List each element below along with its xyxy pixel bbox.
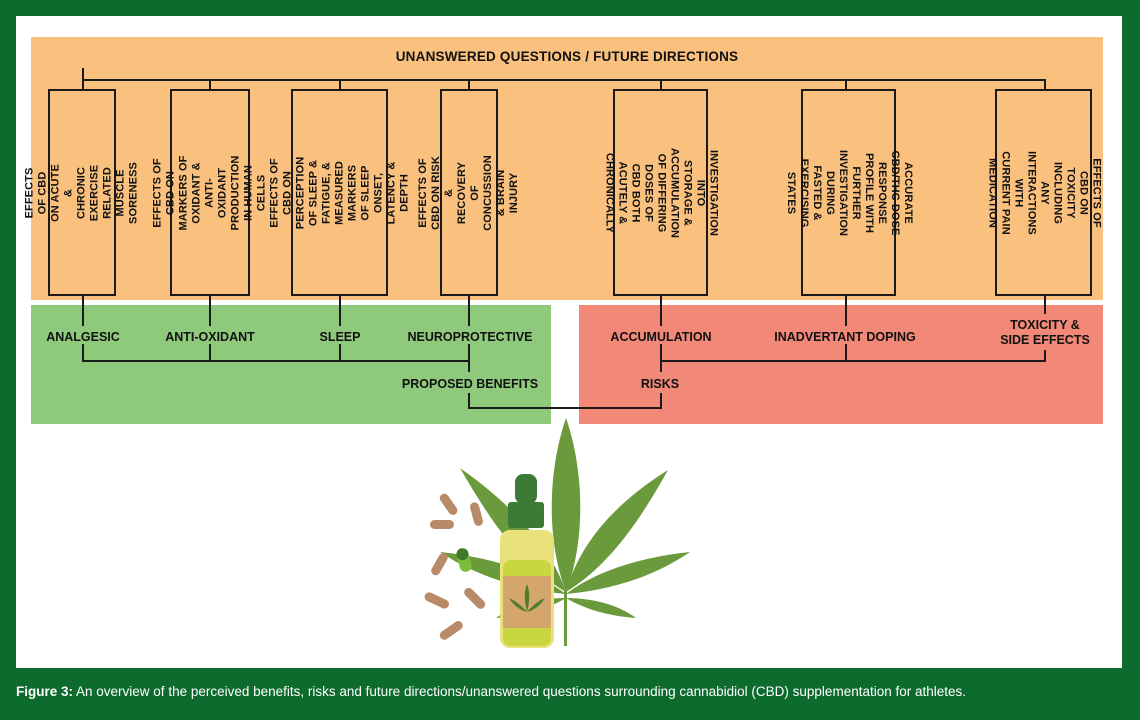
connector — [339, 80, 341, 90]
connector — [845, 344, 847, 361]
connector — [82, 360, 470, 362]
connector — [660, 393, 662, 409]
connector — [468, 407, 662, 409]
connector — [1044, 296, 1046, 314]
question-box-oxidant: EFFECTS OF CBD ON MARKERS OF OXIDANT & A… — [152, 89, 268, 296]
connector — [660, 80, 662, 90]
connector — [660, 360, 1046, 362]
connector — [339, 344, 341, 361]
connector — [82, 344, 84, 361]
cannabis-leaf-icon — [440, 418, 690, 646]
caption-text: An overview of the perceived benefits, r… — [73, 684, 967, 699]
question-box-accumulation: INVESTIGATION INTO STORAGE & ACCUMULATIO… — [603, 89, 719, 296]
benefits-band — [31, 305, 551, 424]
benefit-label-analgesic: ANALGESIC — [46, 330, 120, 344]
connector — [845, 80, 847, 90]
risk-label-toxicity: TOXICITY & SIDE EFFECTS — [1000, 318, 1090, 347]
connector — [845, 296, 847, 326]
connector — [339, 296, 341, 326]
figure-caption: Figure 3: An overview of the perceived b… — [16, 684, 1124, 699]
connector — [660, 296, 662, 326]
connector — [209, 344, 211, 361]
question-box-concussion: EFFECTS OF CBD ON RISK & RECOVERY OF CON… — [417, 89, 520, 296]
benefits-group-label: PROPOSED BENEFITS — [401, 377, 539, 391]
connector — [82, 79, 1046, 81]
connector — [468, 344, 470, 372]
risks-group-label: RISKS — [640, 377, 680, 391]
connector — [468, 296, 470, 326]
benefit-label-sleep: SLEEP — [319, 330, 361, 344]
connector — [468, 80, 470, 90]
benefit-label-neuroprotective: NEUROPROTECTIVE — [407, 330, 533, 344]
connector — [660, 344, 662, 372]
caption-label: Figure 3: — [16, 684, 74, 699]
capsule-icon — [424, 493, 486, 640]
risk-label-accumulation: ACCUMULATION — [610, 330, 712, 344]
question-box-muscle-soreness: EFFECTS OF CBD ON ACUTE & CHRONIC EXERCI… — [24, 89, 140, 296]
connector — [209, 80, 211, 90]
green-capsule-icon — [456, 548, 472, 572]
question-box-sleep: EFFECTS OF CBD ON PERCEPTION OF SLEEP & … — [268, 89, 410, 296]
cbd-bottle-icon — [500, 474, 554, 648]
connector — [82, 296, 84, 326]
risks-band — [579, 305, 1103, 424]
risk-label-inadvertant-doping: INADVERTANT DOPING — [774, 330, 916, 344]
connector — [1044, 80, 1046, 90]
connector — [468, 393, 470, 409]
connector — [82, 68, 84, 81]
benefit-label-anti-oxidant: ANTI-OXIDANT — [165, 330, 255, 344]
connector — [1044, 350, 1046, 361]
question-box-toxicity: EFFECTS OF CBD ON TOXICITY INCLUDING ANY… — [986, 89, 1102, 296]
connector — [209, 296, 211, 326]
future-directions-title: UNANSWERED QUESTIONS / FUTURE DIRECTIONS — [395, 49, 739, 64]
connector — [82, 80, 84, 90]
question-box-dose-response: ACCURATE CBD/THC DOSE RESPONSE PROFILE W… — [785, 89, 914, 296]
